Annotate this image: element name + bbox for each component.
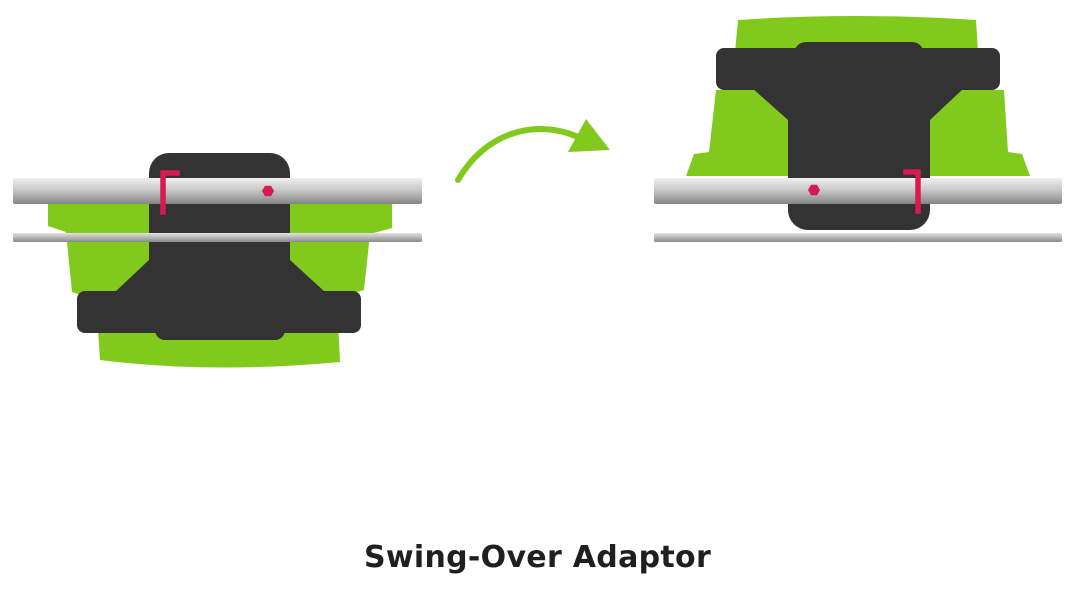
dark-flange [77, 291, 361, 333]
bottom-rail [13, 233, 422, 242]
top-rail [654, 178, 1062, 204]
dark-stem [788, 100, 930, 230]
l-bracket-icon [903, 169, 921, 214]
dark-cap [155, 318, 285, 340]
hex-bolt-icon [808, 184, 820, 196]
adaptor-above-rail [654, 16, 1062, 242]
dark-flange [716, 48, 1000, 90]
top-rail [13, 178, 422, 204]
l-bracket-icon [160, 170, 180, 215]
adaptor-below-rail [13, 153, 422, 368]
dark-flare [115, 260, 325, 292]
curved-arrow-icon [455, 119, 610, 183]
bottom-rail [654, 233, 1062, 242]
hex-bolt-icon [262, 185, 274, 197]
diagram-caption: Swing-Over Adaptor [363, 540, 712, 575]
